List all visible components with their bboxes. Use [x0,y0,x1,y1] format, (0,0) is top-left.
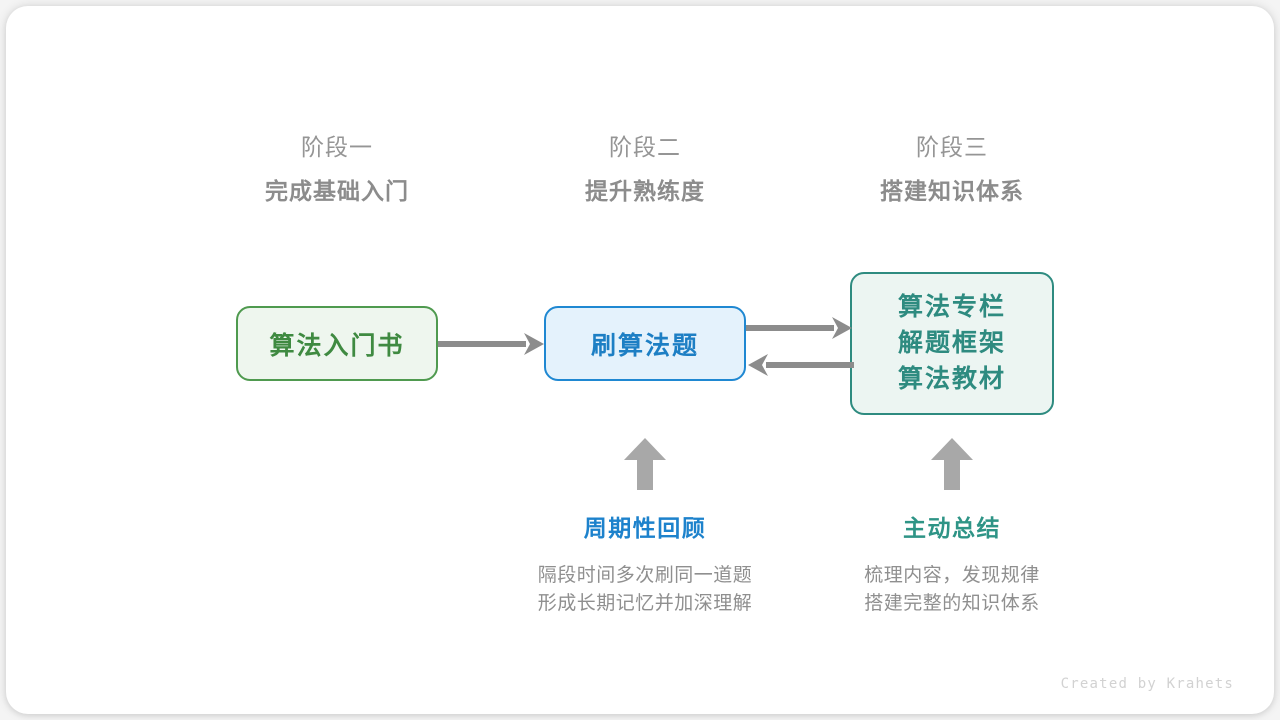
credit-text: Created by Krahets [1060,676,1234,692]
node-practice-problems[interactable]: 刷算法题 [544,306,746,381]
node-algorithm-intro-book-label: 算法入门书 [269,331,405,360]
node-learning-resources-line-3: 算法教材 [897,365,1006,393]
annotation-periodic-review-title: 周期性回顾 [583,515,707,541]
node-learning-resources[interactable]: 算法专栏 解题框架 算法教材 [850,272,1054,415]
arrow-up-icon-review [624,438,666,490]
node-learning-resources-line-1: 算法专栏 [897,293,1006,321]
stage-header-3: 阶段三 搭建知识体系 [827,136,1077,203]
stage-header-2: 阶段二 提升熟练度 [520,136,770,203]
stage-2-kicker: 阶段二 [609,134,681,160]
arrow-up-icon-summary [931,438,973,490]
annotation-active-summary-title: 主动总结 [903,515,1001,541]
annotation-active-summary-desc-line-1: 梳理内容，发现规律 [864,565,1040,586]
stage-2-title: 提升熟练度 [585,178,705,204]
arrow-right-icon-practice-to-resources [746,317,852,339]
stage-1-title: 完成基础入门 [265,178,409,204]
stage-1-kicker: 阶段一 [301,134,373,160]
stage-3-title: 搭建知识体系 [880,178,1024,204]
diagram-card: 阶段一 完成基础入门 阶段二 提升熟练度 阶段三 搭建知识体系 算法入门书 刷算… [6,6,1274,714]
annotation-periodic-review-desc-line-1: 隔段时间多次刷同一道题 [537,565,753,586]
stage-header-1: 阶段一 完成基础入门 [212,136,462,203]
arrow-left-icon-resources-to-practice [748,354,854,376]
stage-3-kicker: 阶段三 [916,134,988,160]
annotation-active-summary-desc-line-2: 搭建完整的知识体系 [864,592,1040,614]
node-algorithm-intro-book[interactable]: 算法入门书 [236,306,438,381]
annotation-periodic-review-desc-line-2: 形成长期记忆并加深理解 [537,592,753,614]
arrow-right-icon-book-to-practice [438,333,544,355]
node-practice-problems-label: 刷算法题 [590,331,699,360]
annotation-periodic-review-description: 隔段时间多次刷同一道题 形成长期记忆并加深理解 [495,562,795,617]
annotation-active-summary-description: 梳理内容，发现规律 搭建完整的知识体系 [802,562,1102,617]
annotation-periodic-review: 周期性回顾 隔段时间多次刷同一道题 形成长期记忆并加深理解 [495,517,795,617]
node-learning-resources-line-2: 解题框架 [897,329,1006,357]
annotation-active-summary: 主动总结 梳理内容，发现规律 搭建完整的知识体系 [802,517,1102,617]
